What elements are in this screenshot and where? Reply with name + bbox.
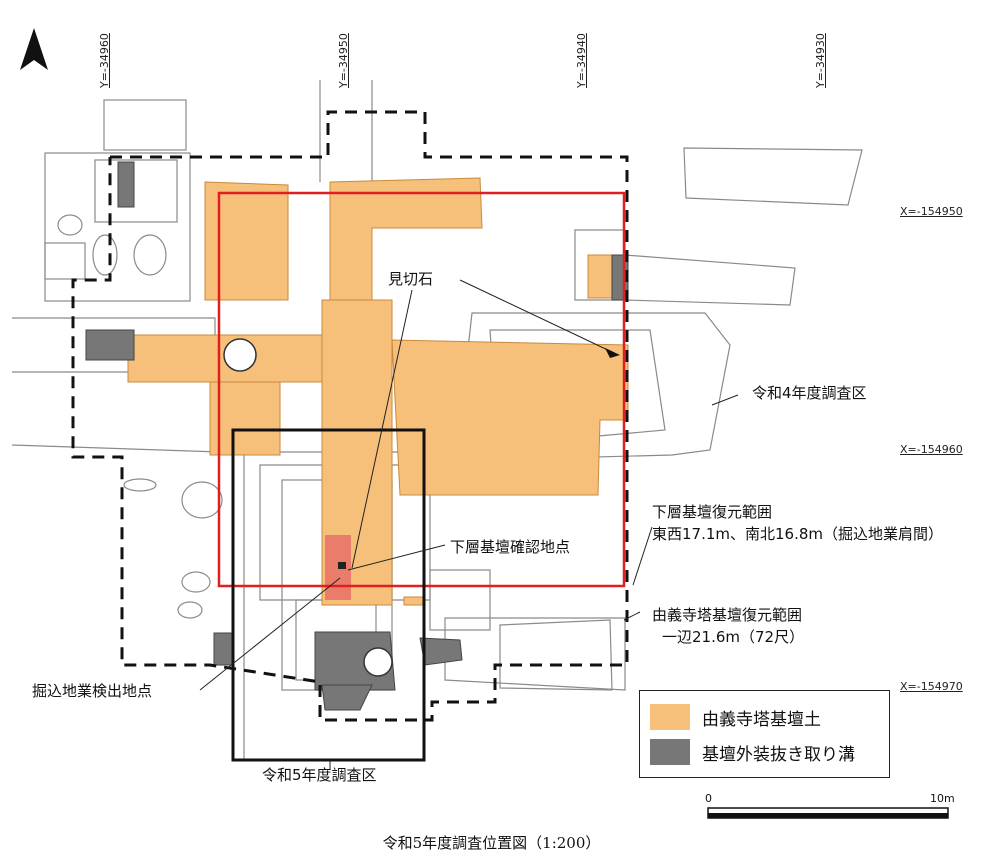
grid-y-34940: Y=-34940 [575,33,588,88]
legend-item-robbing-trench: 基壇外装抜き取り溝 [650,738,855,766]
reiwa5-survey-frame [231,428,426,762]
label-horikomi-point: 掘込地業検出地点 [32,682,153,700]
legend: 由義寺塔基壇土 基壇外装抜き取り溝 [639,690,890,778]
lower-foundation-range [217,191,626,588]
label-lower-foundation-dims: 東西17.1m、南北16.8m（掘込地業肩間） [652,525,944,543]
label-yugeji-foundation-dims: 一辺21.6m（72尺） [662,628,805,646]
grid-y-34930: Y=-34930 [814,33,827,88]
north-arrow-icon [20,28,48,70]
grid-x-154970: X=-154970 [900,680,963,693]
label-reiwa4-survey: 令和4年度調査区 [752,384,867,402]
grid-x-154960: X=-154960 [900,443,963,456]
legend-swatch-orange [650,704,690,730]
label-reiwa5-survey: 令和5年度調査区 [262,766,377,784]
scale-start-label: 0 [705,792,712,805]
legend-label: 由義寺塔基壇土 [702,709,821,730]
grid-x-154950: X=-154950 [900,205,963,218]
legend-label: 基壇外装抜き取り溝 [702,744,855,765]
scale-bar [707,807,949,819]
label-lower-foundation-title: 下層基壇復元範囲 [652,503,773,521]
label-mikiri-stone: 見切石 [388,270,434,288]
legend-swatch-gray [650,739,690,765]
label-yugeji-foundation-title: 由義寺塔基壇復元範囲 [652,606,803,624]
label-lower-foundation-point: 下層基壇確認地点 [450,538,571,556]
grid-y-34950: Y=-34950 [337,33,350,88]
legend-item-foundation-soil: 由義寺塔基壇土 [650,703,821,731]
figure-caption: 令和5年度調査位置図（1:200） [382,834,601,852]
grid-y-34960: Y=-34960 [98,33,111,88]
scale-end-label: 10m [930,792,955,805]
